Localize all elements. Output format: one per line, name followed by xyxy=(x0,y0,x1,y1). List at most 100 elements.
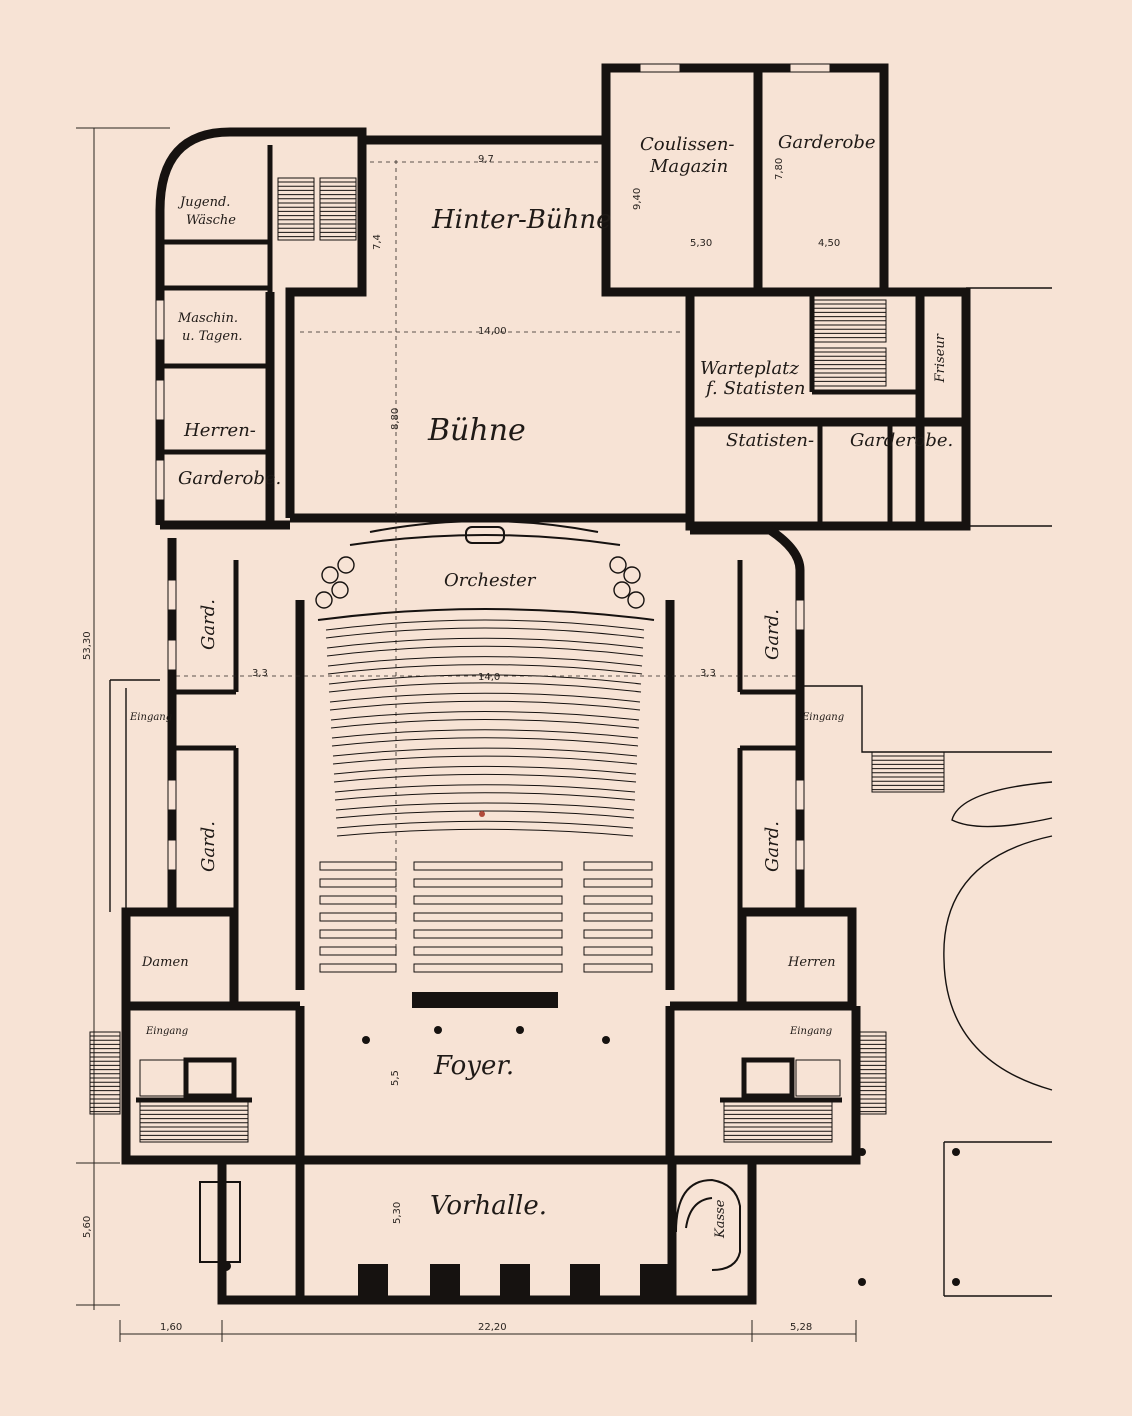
label-coulissen: Coulissen- xyxy=(640,134,735,155)
seat-row xyxy=(336,820,634,829)
label-jugend: Jugend. xyxy=(177,195,230,210)
seat-row xyxy=(335,802,635,811)
seat-row xyxy=(319,929,397,939)
seat-row xyxy=(583,946,653,956)
label-statisten: Statisten- xyxy=(726,430,814,451)
seat-row xyxy=(326,645,644,657)
dim-front-depth: 5,60 xyxy=(82,1216,93,1238)
seat-row xyxy=(329,700,641,711)
seat-row xyxy=(325,619,645,631)
label-kasse: Kasse xyxy=(713,1199,728,1239)
label-eingang-4: Eingang xyxy=(789,1026,832,1037)
dim-cm-depth: 9,40 xyxy=(632,188,643,210)
windows xyxy=(155,63,831,871)
label-tagen: u. Tagen. xyxy=(182,329,243,344)
room-labels: Coulissen- Magazin Garderobe Hinter-Bühn… xyxy=(129,132,953,1239)
seat-row xyxy=(334,784,636,793)
label-waesche: Wäsche xyxy=(186,213,236,228)
dim-width-left: 1,60 xyxy=(160,1322,182,1333)
dim-cm-width: 5,30 xyxy=(690,238,712,249)
dim-width-right: 5,28 xyxy=(790,1322,812,1333)
seat-row xyxy=(334,792,636,801)
exterior-terrace xyxy=(109,287,1053,1297)
label-foyer: Foyer. xyxy=(433,1051,514,1081)
seat-row xyxy=(332,747,638,757)
stage-boxes xyxy=(315,556,645,817)
seat-row xyxy=(413,912,563,922)
dim-gd-depth: 7,80 xyxy=(774,158,785,180)
seat-row xyxy=(583,929,653,939)
seat-row xyxy=(319,963,397,973)
seat-row xyxy=(413,929,563,939)
dim-total-height: 53,30 xyxy=(82,631,93,660)
dimension-labels: 53,30 5,60 1,60 22,20 5,28 9,7 7,4 14,00… xyxy=(82,154,840,1333)
dimension-lines xyxy=(76,127,857,1342)
label-maschin: Maschin. xyxy=(177,311,238,326)
dim-gang-left: 3,3 xyxy=(252,668,268,679)
seat-row xyxy=(328,674,642,685)
dim-buehne-width: 14,00 xyxy=(478,326,507,337)
internal-walls xyxy=(136,145,920,1103)
dim-gd-width: 4,50 xyxy=(818,238,840,249)
axis-lines xyxy=(176,160,800,960)
dim-buehne-depth: 8,80 xyxy=(390,408,401,430)
seat-row xyxy=(329,692,641,703)
label-gard-4: Gard. xyxy=(762,821,783,872)
label-garderobe-right: Garderobe. xyxy=(850,430,953,451)
label-garderobe-left: Garderobe. xyxy=(178,468,281,489)
label-buehne: Bühne xyxy=(427,413,526,448)
seat-row xyxy=(583,963,653,973)
seat-row xyxy=(333,765,637,775)
label-garderobe-top: Garderobe xyxy=(778,132,876,153)
label-herren-right: Herren xyxy=(787,955,836,970)
seat-row xyxy=(330,711,640,721)
seat-row xyxy=(332,755,638,765)
seat-row xyxy=(325,627,645,639)
label-eingang-3: Eingang xyxy=(145,1026,188,1037)
seat-row xyxy=(327,664,643,675)
label-hinterbuehne: Hinter-Bühne xyxy=(431,205,612,235)
label-gard-3: Gard. xyxy=(762,609,783,660)
label-gard-1: Gard. xyxy=(198,599,219,650)
label-orchester: Orchester xyxy=(444,570,537,591)
label-statisten-wait: f. Statisten xyxy=(704,378,805,399)
orchestra-pit xyxy=(317,520,655,621)
label-magazin: Magazin xyxy=(649,156,728,177)
seat-row xyxy=(413,895,563,905)
label-friseur: Friseur xyxy=(933,333,948,383)
label-eingang-2: Eingang xyxy=(801,712,844,723)
seat-row xyxy=(335,810,635,819)
seat-row xyxy=(583,861,653,871)
seat-row xyxy=(413,861,563,871)
seat-row xyxy=(413,878,563,888)
stair-treads xyxy=(90,181,944,1141)
seat-row xyxy=(331,729,639,739)
seat-row xyxy=(330,719,640,729)
auditorium-seating xyxy=(319,619,653,973)
seat-row xyxy=(328,682,642,693)
dim-hb-width: 9,7 xyxy=(478,154,494,165)
piers xyxy=(221,992,960,1304)
dim-vorhalle-depth: 5,30 xyxy=(392,1202,403,1224)
dim-hb-depth: 7,4 xyxy=(372,234,383,250)
dim-saal-width: 14,0 xyxy=(478,672,500,683)
label-damen: Damen xyxy=(141,955,189,970)
label-warteplatz: Warteplatz xyxy=(700,358,799,379)
dim-gang-right: 3,3 xyxy=(700,668,716,679)
seat-row xyxy=(319,912,397,922)
seat-row xyxy=(333,773,637,783)
seat-row xyxy=(583,912,653,922)
seat-row xyxy=(583,895,653,905)
seat-row xyxy=(326,637,644,649)
dim-width-main: 22,20 xyxy=(478,1322,507,1333)
seat-row xyxy=(413,946,563,956)
seat-row xyxy=(413,963,563,973)
label-eingang-1: Eingang xyxy=(129,712,172,723)
label-gard-2: Gard. xyxy=(198,821,219,872)
seat-row xyxy=(327,656,643,667)
seat-row xyxy=(331,737,639,747)
label-herren-left: Herren- xyxy=(183,420,256,441)
label-vorhalle: Vorhalle. xyxy=(430,1191,547,1221)
kasse-booth xyxy=(199,1178,741,1271)
